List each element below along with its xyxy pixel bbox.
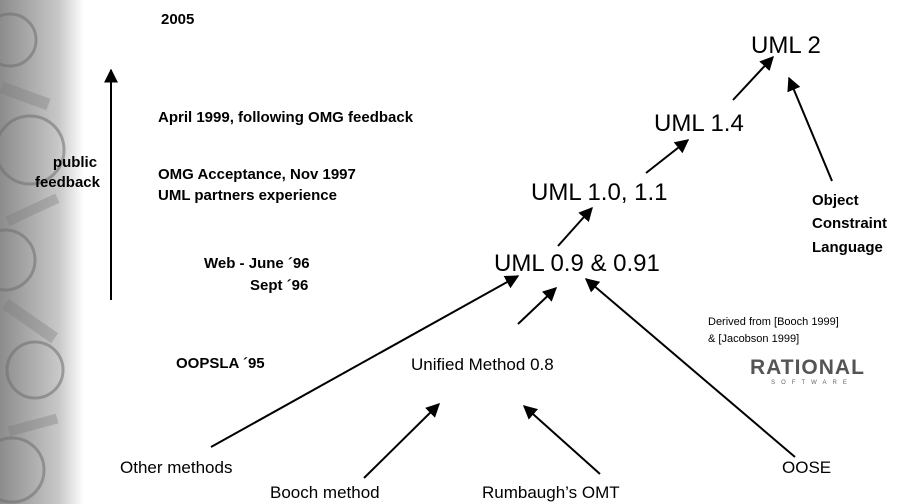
credit-line-2: & [Jacobson 1999]: [708, 333, 800, 345]
event-web-june-96: Web - June ´96: [204, 255, 310, 272]
event-sept-96: Sept ´96: [250, 277, 309, 294]
arrow-omt-to-unified: [522, 405, 601, 475]
source-booch-method: Booch method: [270, 483, 380, 502]
logo-main-text: RATIONAL: [750, 356, 865, 379]
year-2005-label: 2005: [161, 11, 195, 28]
arrow-other-to-uml09: [210, 275, 520, 448]
arrow-oose-to-uml09: [584, 278, 796, 458]
source-rumbaugh-omt: Rumbaugh’s OMT: [482, 483, 620, 502]
source-oose: OOSE: [782, 458, 832, 477]
arrow-ocl-to-uml2: [787, 76, 833, 182]
event-uml-partners: UML partners experience: [158, 187, 337, 204]
event-omg-acceptance: OMG Acceptance, Nov 1997: [158, 166, 356, 183]
node-uml-1-0-1-1: UML 1.0, 1.1: [531, 179, 668, 206]
source-other-methods: Other methods: [120, 458, 233, 477]
arrow-uml09-to-uml10: [557, 206, 593, 247]
ocl-line-language: Language: [812, 239, 883, 256]
rational-software-logo: RATIONAL SOFTWARE: [750, 357, 874, 386]
credit-line-1: Derived from [Booch 1999]: [708, 316, 839, 328]
ocl-line-object: Object: [812, 192, 859, 209]
node-uml-1-4: UML 1.4: [654, 110, 744, 137]
node-uml-0-9-0-91: UML 0.9 & 0.91: [494, 250, 660, 277]
arrow-booch-to-unified: [363, 403, 440, 479]
ocl-line-constraint: Constraint: [812, 215, 887, 232]
axis-label-public: public: [52, 154, 98, 171]
decorative-gear-texture: [0, 0, 84, 504]
arrow-uml10-to-uml14: [645, 139, 690, 174]
node-uml-2: UML 2: [751, 32, 821, 59]
arrow-unified-to-uml09: [517, 287, 558, 325]
arrow-uml14-to-uml2: [732, 55, 774, 101]
axis-label-feedback: feedback: [34, 174, 100, 191]
node-unified-method: Unified Method 0.8: [411, 355, 554, 374]
logo-sub-text: SOFTWARE: [771, 380, 853, 386]
event-oopsla-95: OOPSLA ´95: [176, 355, 265, 372]
event-april-1999: April 1999, following OMG feedback: [158, 109, 414, 126]
